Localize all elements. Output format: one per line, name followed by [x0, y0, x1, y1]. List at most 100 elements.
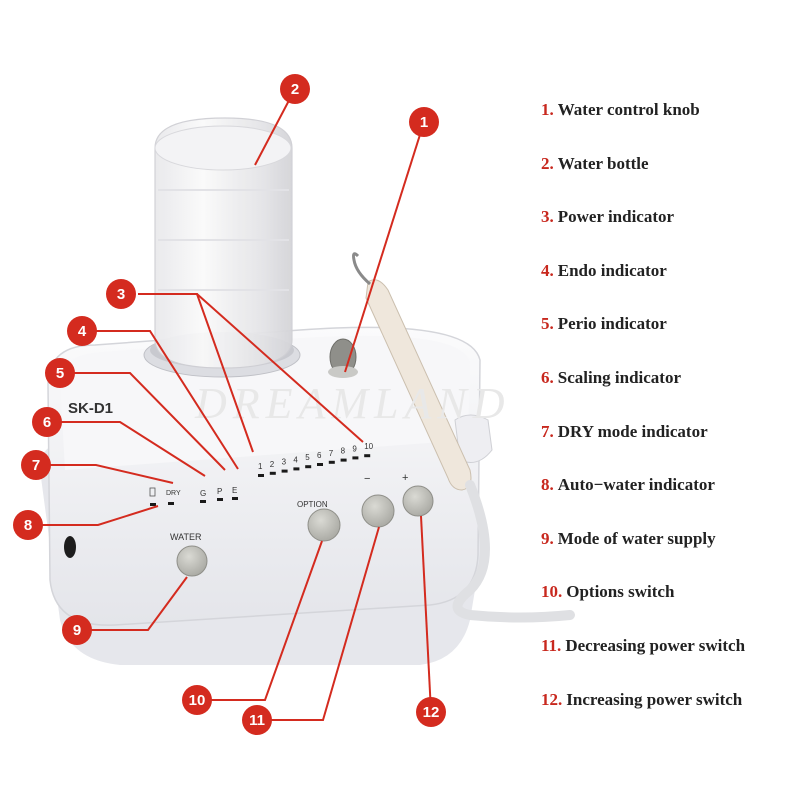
handpiece-holder — [454, 414, 493, 463]
legend-item-4: 4.Endo indicator — [541, 257, 745, 311]
legend-number: 2. — [541, 153, 554, 173]
power-level-7: 7 — [329, 449, 334, 458]
callout-number: 6 — [43, 414, 51, 431]
legend-item-10: 10.Options switch — [541, 578, 745, 632]
mode-lamp — [150, 503, 156, 506]
callout-marker-4: 4 — [67, 316, 97, 346]
plus-button-label: + — [402, 472, 408, 484]
water-button-label: WATER — [170, 532, 202, 542]
legend-label: Power indicator — [557, 207, 675, 227]
callout-number: 1 — [420, 114, 428, 131]
legend-item-8: 8.Auto−water indicator — [541, 471, 745, 525]
legend-label: Decreasing power switch — [565, 635, 746, 655]
legend-item-11: 11.Decreasing power switch — [541, 632, 745, 686]
handpiece-cable — [452, 480, 575, 623]
callout-number: 2 — [291, 81, 299, 98]
water-button[interactable] — [176, 545, 208, 577]
scaler-tip — [352, 252, 371, 286]
legend-item-7: 7.DRY mode indicator — [541, 418, 745, 472]
callout-circle — [409, 107, 439, 137]
callout-circle — [182, 685, 212, 715]
mode-letter-g: G — [200, 489, 206, 498]
legend-number: 12. — [541, 689, 563, 709]
legend-label: Mode of water supply — [557, 528, 716, 548]
callout-marker-3: 3 — [106, 279, 136, 309]
option-button-label: OPTION — [297, 500, 328, 509]
legend-item-9: 9.Mode of water supply — [541, 525, 745, 579]
power-level-10: 10 — [364, 442, 373, 451]
indicator-lamps — [150, 454, 371, 506]
callout-marker-8: 8 — [13, 510, 43, 540]
callout-circle — [62, 615, 92, 645]
callout-number: 11 — [249, 712, 265, 729]
callout-marker-2: 2 — [280, 74, 310, 104]
legend-label: Scaling indicator — [557, 367, 682, 387]
callout-circle — [13, 510, 43, 540]
legend-label: Water control knob — [557, 100, 700, 119]
legend-item-1: 1.Water control knob — [541, 96, 745, 150]
side-port — [64, 536, 76, 558]
callout-number: 4 — [78, 323, 87, 340]
callout-circle — [32, 407, 62, 437]
power-lamp — [305, 465, 312, 469]
mode-letter-e: E — [232, 486, 237, 495]
legend-number: 8. — [541, 475, 554, 495]
minus-button-label: − — [364, 473, 370, 485]
watermark: DREAMLAND — [194, 379, 511, 428]
power-lamp — [258, 474, 264, 477]
mode-lamp — [217, 498, 223, 501]
legend-label: Auto−water indicator — [557, 475, 715, 495]
legend-item-2: 2.Water bottle — [541, 150, 745, 204]
increase-power-button[interactable] — [402, 485, 434, 517]
power-level-2: 2 — [270, 460, 275, 469]
power-lamp — [317, 463, 323, 466]
legend-number: 10. — [541, 582, 563, 602]
callout-marker-5: 5 — [45, 358, 75, 388]
legend-number: 3. — [541, 207, 554, 227]
legend-label: DRY mode indicator — [557, 421, 708, 441]
legend-number: 6. — [541, 367, 554, 387]
legend-number: 1. — [541, 100, 554, 119]
callout-number: 7 — [32, 457, 40, 474]
mode-lamp — [200, 500, 206, 503]
callout-marker-1: 1 — [409, 107, 439, 137]
model-label: SK-D1 — [68, 400, 113, 417]
legend-number: 11. — [541, 635, 562, 655]
legend-label: Increasing power switch — [566, 689, 743, 709]
power-lamp — [364, 454, 371, 458]
callout-marker-6: 6 — [32, 407, 62, 437]
callout-circle — [106, 279, 136, 309]
legend-label: Water bottle — [557, 153, 649, 173]
power-level-1: 1 — [258, 462, 263, 471]
auto-water-symbol — [149, 487, 156, 497]
decrease-power-button[interactable] — [361, 494, 395, 528]
option-button[interactable] — [307, 508, 341, 542]
callout-circle — [280, 74, 310, 104]
mode-lamp — [232, 497, 238, 500]
power-level-5: 5 — [305, 453, 310, 462]
callout-circle — [45, 358, 75, 388]
callout-circle — [242, 705, 272, 735]
legend-label: Options switch — [566, 582, 675, 602]
legend-item-5: 5.Perio indicator — [541, 310, 745, 364]
power-lamp — [328, 460, 335, 464]
callout-circle — [416, 697, 446, 727]
power-level-6: 6 — [317, 451, 322, 460]
leader-lines — [28, 88, 432, 721]
power-level-3: 3 — [282, 458, 287, 467]
mode-letter-p: P — [217, 487, 222, 496]
power-lamp — [281, 469, 288, 473]
legend-item-6: 6.Scaling indicator — [541, 364, 745, 418]
callout-circle — [21, 450, 51, 480]
water-bottle — [154, 117, 293, 369]
power-lamp — [352, 456, 359, 460]
callout-marker-10: 10 — [182, 685, 212, 715]
legend-number: 4. — [541, 260, 554, 280]
callout-number: 9 — [73, 622, 81, 639]
dry-label: DRY — [166, 490, 181, 497]
callout-marker-11: 11 — [242, 705, 272, 735]
power-level-4: 4 — [293, 455, 298, 464]
